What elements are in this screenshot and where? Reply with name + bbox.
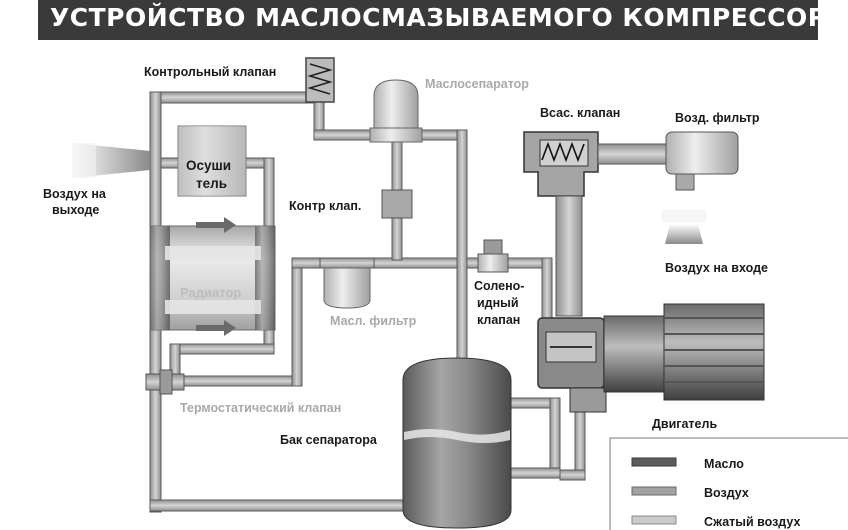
label-dryer-line2: тель <box>196 176 227 191</box>
control-valve <box>305 57 335 103</box>
legend-item-oil: Масло <box>704 457 744 471</box>
oil-filter <box>319 257 375 309</box>
solenoid-valve <box>477 239 509 273</box>
label-solenoid-line1: Солено- <box>474 279 524 293</box>
diagram-title: УСТРОЙСТВО МАСЛОСМАЗЫВАЕМОГО КОМПРЕССОРА <box>50 3 847 32</box>
legend-swatch-compressed-air <box>631 515 677 525</box>
label-separator-tank: Бак сепаратора <box>280 433 378 447</box>
label-thermostatic-valve: Термостатический клапан <box>180 401 341 415</box>
flow-arrow-icon <box>196 320 236 336</box>
label-air-out-line2: выходе <box>52 203 99 217</box>
label-control-valve: Контрольный клапан <box>144 65 276 79</box>
legend-item-air: Воздух <box>704 486 749 500</box>
label-oil-separator: Маслосепаратор <box>425 77 529 91</box>
label-air-in: Воздух на входе <box>665 261 768 275</box>
compressor-unit <box>537 317 607 413</box>
label-air-out-line1: Воздух на <box>43 187 107 201</box>
thermostatic-valve <box>145 369 185 395</box>
title-bar: УСТРОЙСТВО МАСЛОСМАЗЫВАЕМОГО КОМПРЕССОРА <box>38 0 846 40</box>
separator-tank <box>402 357 512 529</box>
legend-swatch-air <box>631 486 677 496</box>
check-valve <box>381 189 413 219</box>
dryer <box>177 125 247 197</box>
label-solenoid-line3: клапан <box>477 313 520 327</box>
label-suction-valve: Всас. клапан <box>540 106 620 120</box>
air-outlet <box>72 143 150 178</box>
suction-valve <box>523 131 599 317</box>
label-check-valve: Контр клап. <box>289 199 361 213</box>
air-filter <box>597 131 739 191</box>
radiator <box>149 217 276 336</box>
motor <box>603 303 765 401</box>
flow-arrow-icon <box>196 217 236 233</box>
legend-swatch-oil <box>631 457 677 467</box>
legend-item-compressed-air: Сжатый воздух <box>704 515 800 529</box>
label-oil-filter: Масл. фильтр <box>330 314 417 328</box>
label-solenoid-line2: идный <box>477 296 519 310</box>
label-radiator: Радиатор <box>180 285 241 300</box>
legend: Масло Воздух Сжатый воздух <box>609 437 848 530</box>
label-air-filter: Возд. фильтр <box>675 111 760 125</box>
air-inlet <box>662 210 706 244</box>
oil-separator <box>369 79 423 143</box>
label-motor: Двигатель <box>652 417 717 431</box>
label-dryer-line1: Осуши <box>186 158 231 173</box>
